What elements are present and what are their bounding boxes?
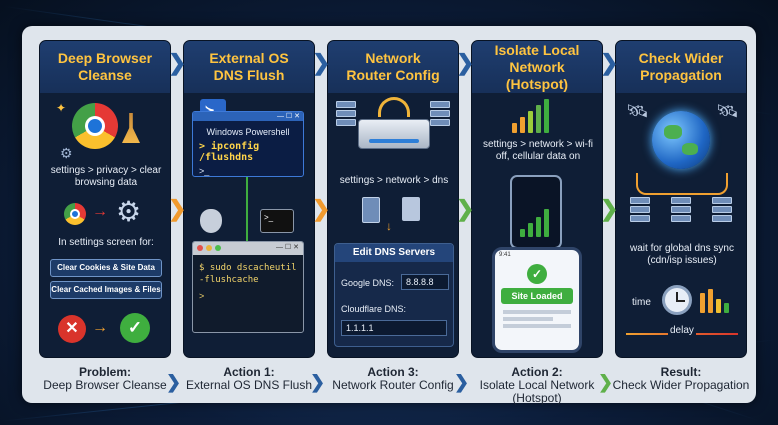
powershell-prompt: >_: [199, 166, 210, 176]
chrome-icon: [72, 103, 118, 149]
caption-title: Action 3:: [367, 365, 419, 379]
network-settings-path: settings > network > wi-fi off, cellular…: [482, 139, 594, 162]
chevron-right-icon: ❯: [600, 50, 619, 75]
arrow-down-icon: ↓: [386, 219, 392, 233]
clock-icon: [662, 285, 692, 315]
powershell-title: Windows Powershell: [206, 127, 290, 137]
caption-title: Problem:: [78, 365, 131, 379]
card-title: External OS DNS Flush: [209, 50, 289, 83]
arrow-right-icon: →: [92, 203, 108, 220]
mac-prompt: >: [199, 291, 205, 301]
server-icon: [362, 197, 380, 223]
chevron-right-icon: ❯: [312, 196, 331, 221]
terminal-icon: >_: [260, 209, 294, 233]
mac-command-line2: -flushcache: [199, 275, 259, 285]
google-dns-label: Google DNS:: [341, 278, 395, 288]
card-title: Check Wider Propagation: [638, 50, 724, 83]
caption-title: Action 1:: [223, 365, 275, 379]
powershell-command: > ipconfig /flushdns: [199, 141, 260, 163]
clear-cache-button[interactable]: Clear Cached Images & Files: [50, 281, 162, 299]
time-label: time: [632, 297, 651, 308]
router-icon: [358, 119, 430, 149]
dns-settings-path: settings > network > dns: [339, 175, 449, 186]
caption-text: Check Wider Propagation: [612, 378, 750, 392]
caption-text: Isolate Local Network (Hotspot): [479, 378, 595, 405]
phone-time: 9:41: [499, 252, 511, 258]
site-loaded-badge: Site Loaded: [501, 288, 573, 304]
sparkle-icon: ✦: [56, 101, 67, 115]
cloudflare-dns-label: Cloudflare DNS:: [341, 304, 407, 314]
wifi-icon: [378, 97, 410, 117]
broom-icon: [122, 113, 140, 143]
card-deep-browser-cleanse: Deep Browser Cleanse ✦ ⚙ settings > priv…: [39, 40, 171, 358]
google-dns-input[interactable]: 8.8.8.8: [401, 274, 449, 290]
settings-gear-icon: ⚙: [116, 196, 142, 227]
apple-logo-icon: [200, 209, 222, 233]
card-check-wider-propagation: Check Wider Propagation 🛰 🛰 wait for glo…: [615, 40, 747, 358]
phone-screen: 9:41 ✓ Site Loaded: [492, 247, 582, 353]
delay-label: delay: [668, 325, 696, 336]
card-network-router-config: Network Router Config settings > network…: [327, 40, 459, 358]
card-header: External OS DNS Flush: [184, 41, 314, 93]
chevron-right-icon: ❯: [166, 372, 182, 392]
success-check-icon: ✓: [527, 264, 547, 284]
settings-path-text: settings > privacy > clear browsing data: [50, 165, 162, 188]
propagation-text: wait for global dns sync (cdn/isp issues…: [630, 243, 734, 266]
satellite-icon: 🛰: [626, 101, 649, 121]
chevron-right-icon: ❯: [600, 196, 619, 221]
chevron-right-icon: ❯: [456, 50, 475, 75]
caption-title: Action 2:: [511, 365, 563, 379]
card-header: Isolate Local Network (Hotspot): [472, 41, 602, 93]
signal-bars-icon: [512, 99, 562, 133]
caption-action-2: Action 2:Isolate Local Network (Hotspot): [467, 366, 607, 405]
check-icon: ✓: [120, 313, 150, 343]
arrow-right-icon: →: [92, 319, 108, 336]
mac-command-line1: $ sudo dscacheutil: [199, 263, 297, 273]
connector-line: [246, 177, 248, 297]
chevron-right-icon: ❯: [598, 372, 614, 392]
terminal-prompt: >_: [264, 213, 274, 222]
globe-icon: [652, 111, 710, 169]
settings-screen-text: In settings screen for:: [58, 237, 154, 248]
chevron-right-icon: ❯: [312, 50, 331, 75]
dns-panel-title: Edit DNS Servers: [335, 244, 453, 262]
card-title: Network Router Config: [346, 50, 440, 83]
error-icon: ✕: [58, 315, 86, 343]
cloudflare-dns-input[interactable]: 1.1.1.1: [341, 320, 447, 336]
dns-panel: Edit DNS Servers Google DNS: 8.8.8.8 Clo…: [334, 243, 454, 347]
caption-action-1: Action 1:External OS DNS Flush: [179, 366, 319, 392]
card-title: Isolate Local Network (Hotspot): [494, 41, 580, 92]
card-header: Deep Browser Cleanse: [40, 41, 170, 93]
chevron-right-icon: ❯: [310, 372, 326, 392]
caption-result: Result:Check Wider Propagation: [611, 366, 751, 392]
mac-terminal-window: — ☐ ✕ $ sudo dscacheutil -flushcache >: [192, 241, 304, 333]
caption-text: Deep Browser Cleanse: [43, 378, 167, 392]
document-icon: [402, 197, 420, 221]
chrome-icon-small: [64, 203, 86, 225]
card-header: Check Wider Propagation: [616, 41, 746, 93]
caption-title: Result:: [660, 365, 702, 379]
chevron-right-icon: ❯: [168, 196, 187, 221]
powershell-window: — ☐ ✕ Windows Powershell > ipconfig /flu…: [192, 111, 304, 177]
satellite-icon: 🛰: [716, 101, 739, 121]
gear-icon: ⚙: [60, 145, 73, 161]
chevron-right-icon: ❯: [454, 372, 470, 392]
phone-back-icon: [510, 175, 562, 249]
card-external-os-dns-flush: External OS DNS Flush ≻_ — ☐ ✕ Windows P…: [183, 40, 315, 358]
card-title: Deep Browser Cleanse: [57, 50, 153, 83]
clear-cookies-button[interactable]: Clear Cookies & Site Data: [50, 259, 162, 277]
caption-text: Network Router Config: [332, 378, 454, 392]
sync-arrows-icon: [636, 173, 728, 195]
caption-problem: Problem:Deep Browser Cleanse: [35, 366, 175, 392]
card-header: Network Router Config: [328, 41, 458, 93]
delay-bars-icon: [700, 289, 736, 313]
chevron-right-icon: ❯: [168, 50, 187, 75]
caption-text: External OS DNS Flush: [185, 378, 313, 392]
caption-action-3: Action 3:Network Router Config: [323, 366, 463, 392]
card-isolate-local-network: Isolate Local Network (Hotspot) settings…: [471, 40, 603, 358]
chevron-right-icon: ❯: [456, 196, 475, 221]
